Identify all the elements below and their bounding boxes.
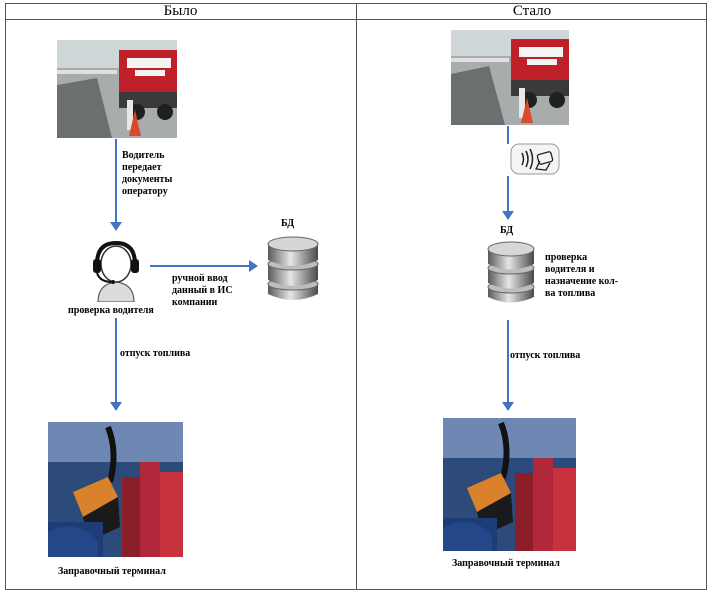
header-divider [5,19,707,20]
fuel-release-label-before: отпуск топлива [120,348,191,359]
fuel-release-label-after: отпуск топлива [510,350,581,361]
arrow-head [110,402,122,411]
driver-passes-docs-label: Водитель передает документы оператору [122,150,173,197]
operator-check-label: проверка водителя [68,305,154,316]
arrow-head [502,402,514,411]
terminal-label-after: Заправочный терминал [452,558,560,569]
db-label-after: БД [500,225,514,236]
arrow-line [507,320,509,403]
arrow-head [502,211,514,220]
contactless-card-icon [510,143,560,175]
arrow-line-horizontal [150,265,250,267]
truck-photo [451,30,569,125]
truck-photo [57,40,177,138]
manual-entry-label: ручной ввод данный в ИС компании [172,273,233,308]
arrow-line [507,126,509,144]
database-icon [263,234,323,304]
database-icon [484,240,538,306]
fuel-nozzle-photo [443,418,576,551]
terminal-label-before: Заправочный терминал [58,566,166,577]
arrow-head [110,222,122,231]
column-divider [356,3,357,590]
header-before: Было [163,3,198,19]
arrow-line [115,139,117,223]
arrow-line [507,176,509,212]
fuel-nozzle-photo [48,422,183,557]
header-after: Стало [512,3,552,19]
db-label-before: БД [281,218,295,229]
operator-headset-icon [88,240,144,302]
check-and-assign-label: проверка водителя и назначение кол- ва т… [545,252,619,299]
arrow-line [115,318,117,403]
arrow-head-right [249,260,258,272]
